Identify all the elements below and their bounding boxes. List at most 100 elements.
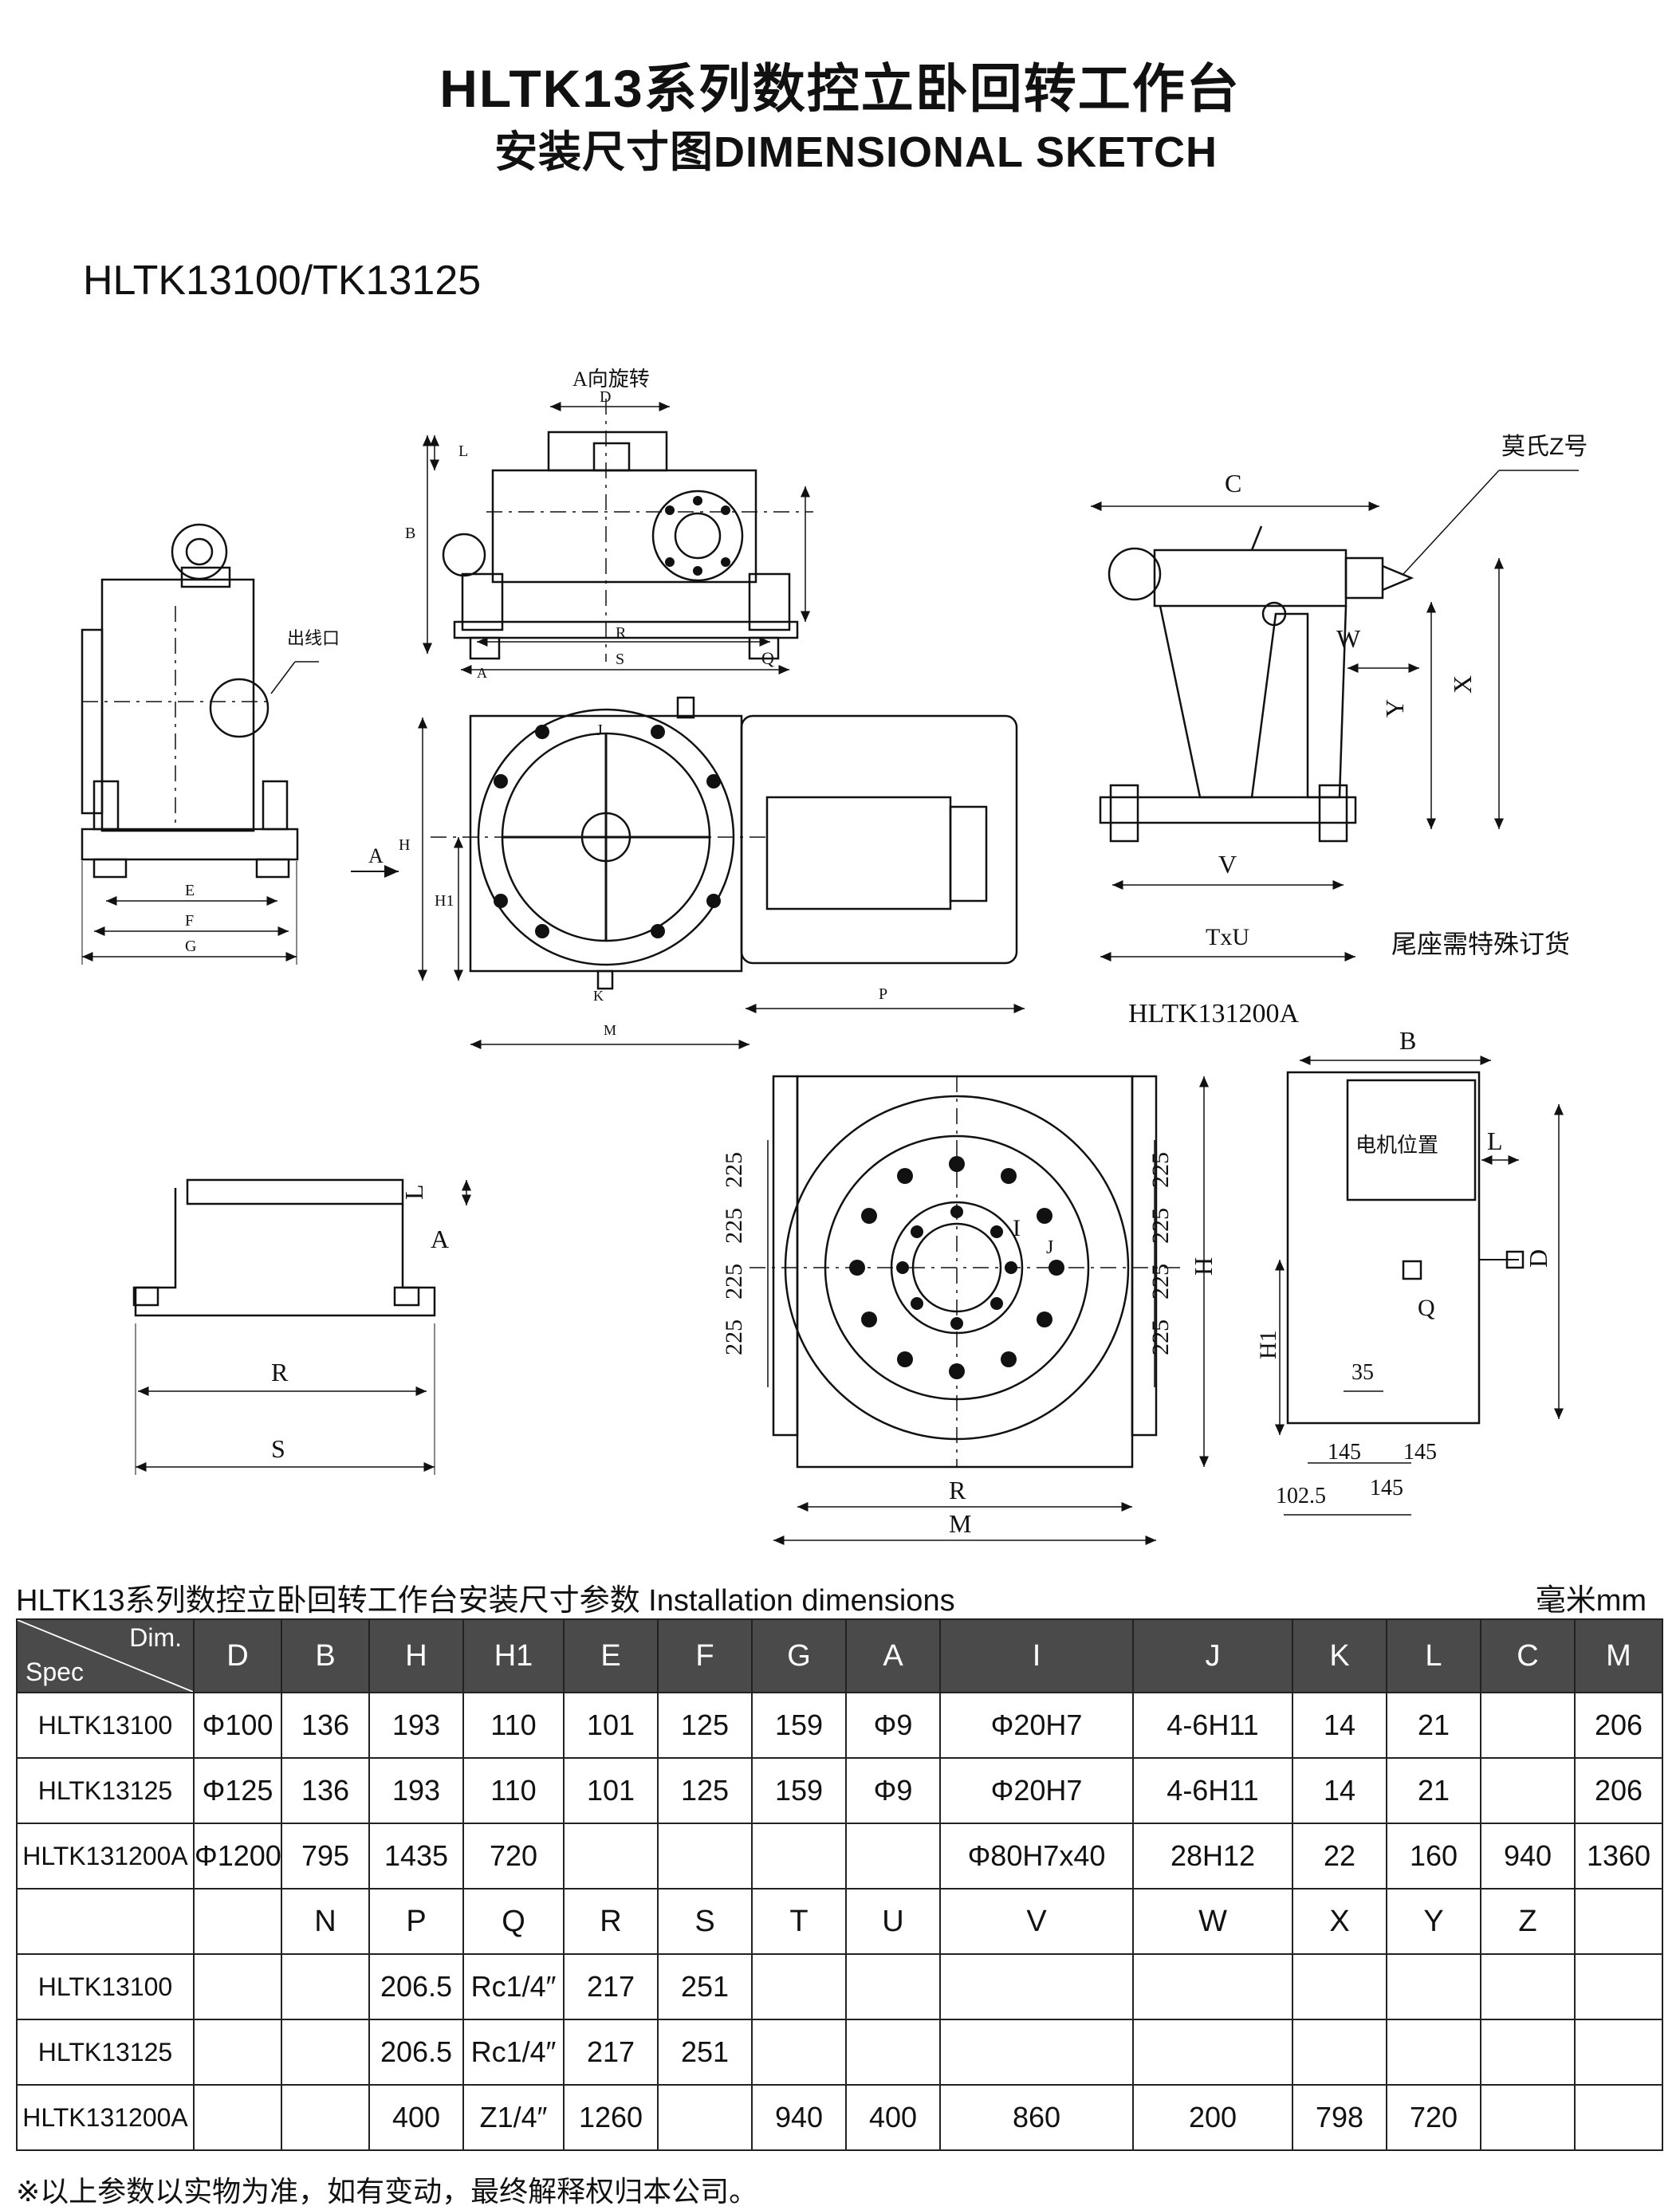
table-cell: 1435	[368, 1823, 464, 1890]
label-dim-p-front: P	[879, 985, 887, 1003]
table-cell: 200	[1132, 2084, 1293, 2151]
label-dim-145-1: 145	[1328, 1440, 1361, 1465]
row-label-cell: HLTK131200A	[16, 1823, 195, 1890]
label-dim-s-top: S	[616, 651, 624, 668]
label-dim-r-small: R	[271, 1358, 289, 1386]
table-cell: Φ9	[845, 1757, 941, 1824]
tailstock-view	[1091, 470, 1579, 961]
table-cell: Φ1200	[193, 1823, 282, 1890]
row-label-cell: HLTK131200A	[16, 2084, 195, 2151]
table-cell: 110	[462, 1692, 565, 1759]
table-cell	[1480, 2084, 1576, 2151]
table-cell: 21	[1386, 1757, 1481, 1824]
col-header: I	[939, 1618, 1134, 1693]
table-cell: 193	[368, 1692, 464, 1759]
label-dim-145-2: 145	[1403, 1440, 1437, 1465]
dimensions-table: Dim. Spec D B H H1 E F G A I J K L C M H…	[16, 1618, 1663, 2151]
table-cell	[193, 1953, 282, 2020]
table-cell: 940	[1480, 1823, 1576, 1890]
label-dim-s-small: S	[271, 1434, 285, 1463]
table-cell: 136	[281, 1757, 370, 1824]
label-morse-taper: 莫氏Z号	[1501, 434, 1588, 460]
col-header	[193, 1888, 282, 1955]
corner-cell: Dim. Spec	[16, 1618, 195, 1693]
table-cell	[1574, 2019, 1663, 2086]
label-dim-txu: TxU	[1206, 924, 1249, 950]
front-view	[351, 696, 1025, 1049]
table-cell: 1360	[1574, 1823, 1663, 1890]
label-225-8: 225	[1147, 1319, 1174, 1355]
table-cell: Φ100	[193, 1692, 282, 1759]
large-table-side-view	[1275, 1056, 1564, 1516]
table-cell	[1480, 1953, 1576, 2020]
col-header: G	[751, 1618, 847, 1693]
table-cell: 125	[657, 1692, 753, 1759]
label-dim-c: C	[1225, 469, 1241, 497]
col-header: V	[939, 1888, 1134, 1955]
side-view	[81, 523, 319, 965]
table-cell	[751, 1823, 847, 1890]
label-dim-l-top: L	[458, 442, 468, 460]
table-cell	[1480, 1692, 1576, 1759]
table-cell: 159	[751, 1692, 847, 1759]
table-cell: 206	[1574, 1692, 1663, 1759]
label-dim-h-large: H	[1189, 1257, 1218, 1276]
model-heading: HLTK13100/TK13125	[83, 258, 482, 304]
col-header: B	[281, 1618, 370, 1693]
row-label-cell: HLTK13100	[16, 1953, 195, 2020]
row-label-cell: HLTK13125	[16, 1757, 195, 1824]
label-dim-m-front: M	[604, 1022, 616, 1038]
col-header: Z	[1480, 1888, 1576, 1955]
table-cell: 400	[845, 2084, 941, 2151]
label-dim-b-top: B	[405, 525, 415, 542]
label-225-2: 225	[721, 1208, 747, 1244]
table-cell: 125	[657, 1757, 753, 1824]
label-dim-102-5: 102.5	[1276, 1484, 1326, 1508]
label-dim-k-front: K	[593, 988, 604, 1004]
table-cell: Φ20H7	[939, 1757, 1134, 1824]
col-header: K	[1292, 1618, 1387, 1693]
table-cell: Φ125	[193, 1757, 282, 1824]
table-cell	[657, 2084, 753, 2151]
small-side-view	[132, 1178, 471, 1475]
table-cell	[939, 2019, 1134, 2086]
label-dim-x: X	[1448, 675, 1477, 694]
table-cell: 14	[1292, 1757, 1387, 1824]
label-dim-r-large: R	[949, 1476, 966, 1504]
col-header: J	[1132, 1618, 1293, 1693]
label-225-6: 225	[1147, 1208, 1174, 1244]
col-header: T	[751, 1888, 847, 1955]
label-dim-q-large: Q	[1418, 1295, 1435, 1321]
label-dim-y: Y	[1380, 699, 1409, 718]
table-cell: 14	[1292, 1692, 1387, 1759]
unit-label: 毫米mm	[1535, 1584, 1647, 1618]
table-cell: 251	[657, 1953, 753, 2020]
col-header: D	[193, 1618, 282, 1693]
col-header: N	[281, 1888, 370, 1955]
col-header: H1	[462, 1618, 565, 1693]
label-dim-f: F	[185, 912, 194, 930]
label-dim-l-large: L	[1487, 1127, 1503, 1155]
table-cell: 206.5	[368, 1953, 464, 2020]
table-cell: Rc1/4″	[462, 1953, 565, 2020]
table-cell: 860	[939, 2084, 1134, 2151]
table-cell	[657, 1823, 753, 1890]
table-cell: Z1/4″	[462, 2084, 565, 2151]
table-cell	[1574, 1953, 1663, 2020]
table-cell: 720	[462, 1823, 565, 1890]
col-header: A	[845, 1618, 941, 1693]
table-cell: 206.5	[368, 2019, 464, 2086]
table-cell: 193	[368, 1757, 464, 1824]
col-header: M	[1574, 1618, 1663, 1693]
table-cell	[281, 2019, 370, 2086]
col-header: R	[563, 1888, 659, 1955]
table-cell	[563, 1823, 659, 1890]
table-cell	[281, 1953, 370, 2020]
table-cell	[845, 1823, 941, 1890]
label-dim-j: J	[1046, 1237, 1053, 1258]
table-cell: 101	[563, 1757, 659, 1824]
row-label-cell: HLTK13100	[16, 1692, 195, 1759]
table-cell: 798	[1292, 2084, 1387, 2151]
